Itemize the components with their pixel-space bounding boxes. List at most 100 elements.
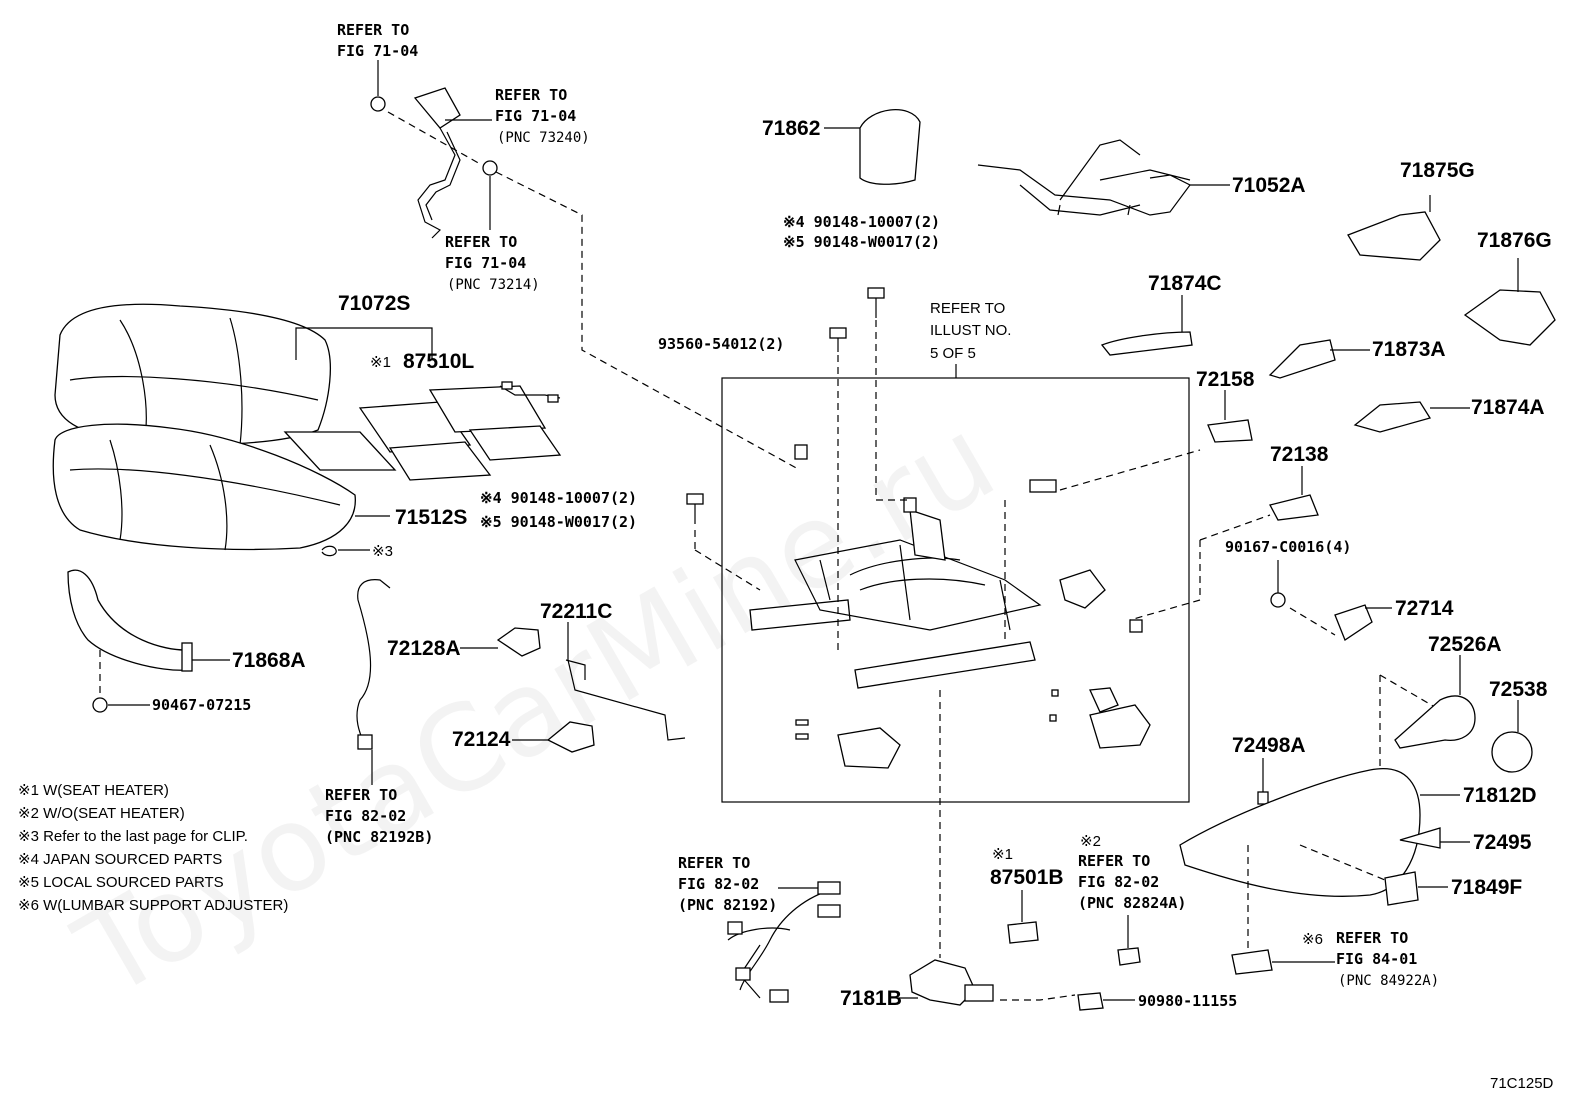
label-72158: 72158 xyxy=(1196,368,1255,391)
cover-71873A-illustration xyxy=(1268,339,1336,379)
label-72138: 72138 xyxy=(1270,443,1329,466)
cushion-side-cover-illustration xyxy=(67,569,193,672)
ref-wire-pnc: (PNC 82192) xyxy=(678,896,777,914)
seat-frame-wire-71052A-illustration xyxy=(977,139,1191,216)
cover-72158-illustration xyxy=(1207,419,1253,443)
label-93560: 93560-54012(2) xyxy=(658,335,784,353)
label-71862: 71862 xyxy=(762,117,820,140)
cover-72495-illustration xyxy=(1399,827,1441,849)
ref-top-refer: REFER TO xyxy=(337,21,409,39)
illust-ref-2: ILLUST NO. xyxy=(930,322,1011,339)
seat-heater-element-illustration xyxy=(283,381,562,481)
ref-lumbar-pnc: (PNC 84922A) xyxy=(1338,973,1439,989)
cover-72124-illustration xyxy=(546,721,595,753)
label-87501B: 87501B xyxy=(990,866,1064,889)
illust-ref-3: 5 OF 5 xyxy=(930,345,976,362)
ref-belt-fig: FIG 71-04 xyxy=(495,107,576,125)
power-seat-motor-illustration xyxy=(795,687,1151,769)
label-71812D: 71812D xyxy=(1463,784,1537,807)
bolt-center-5: ※5 90148-W0017(2) xyxy=(783,233,940,251)
bolt-93560 xyxy=(829,327,847,352)
note-3: ※3 Refer to the last page for CLIP. xyxy=(18,828,248,845)
bolt-90148-center xyxy=(867,287,885,318)
ref-wire-fig: FIG 82-02 xyxy=(678,875,759,893)
label-72211C: 72211C xyxy=(540,600,612,623)
label-71875G: 71875G xyxy=(1400,159,1475,182)
note-2: ※2 W/O(SEAT HEATER) xyxy=(18,805,185,822)
ref-sw-refer: REFER TO xyxy=(1078,852,1150,870)
label-72124: 72124 xyxy=(452,728,511,751)
bolt-center-4: ※4 90148-10007(2) xyxy=(783,213,940,231)
ref-sw-pnc: (PNC 82824A) xyxy=(1078,894,1186,912)
clip-72498A-illustration xyxy=(1257,791,1269,805)
cover-71849F-illustration xyxy=(1384,871,1419,906)
label-72714: 72714 xyxy=(1395,597,1454,620)
label-71849F: 71849F xyxy=(1451,876,1522,899)
ref-harness-pnc: (PNC 82192B) xyxy=(325,828,433,846)
ref-lumbar-fig: FIG 84-01 xyxy=(1336,950,1417,968)
connector-90980-illustration xyxy=(1077,992,1104,1011)
cover-72128A-illustration xyxy=(496,627,541,657)
seat-cushion-cover-illustration xyxy=(52,423,356,551)
illust-ref-1: REFER TO xyxy=(930,300,1005,317)
ref-lumbar-refer: REFER TO xyxy=(1336,929,1408,947)
ref-anchor-refer: REFER TO xyxy=(445,233,517,251)
wire-harness-82192-illustration xyxy=(727,881,841,1003)
switch-82824A-illustration xyxy=(1117,947,1141,966)
clip-90467-illustration xyxy=(92,697,108,713)
note-1: ※1 W(SEAT HEATER) xyxy=(18,782,169,799)
cap-72538-illustration xyxy=(1491,731,1533,773)
cover-71876G-illustration xyxy=(1463,289,1556,346)
knob-72526A-illustration xyxy=(1394,695,1476,749)
bracket-72714-illustration xyxy=(1334,604,1373,641)
label-72495: 72495 xyxy=(1473,831,1532,854)
diagram-code: 71C125D xyxy=(1490,1075,1554,1092)
note-6: ※6 W(LUMBAR SUPPORT ADJUSTER) xyxy=(18,897,288,914)
ref-harness-fig: FIG 82-02 xyxy=(325,807,406,825)
clip-illustration xyxy=(321,545,337,557)
cover-71874C-illustration xyxy=(1100,331,1193,356)
washer-illustration xyxy=(482,160,498,176)
label-72498A: 72498A xyxy=(1232,734,1306,757)
label-90167: 90167-C0016(4) xyxy=(1225,538,1351,556)
seat-switch-base-7181B-illustration xyxy=(909,959,994,1006)
label-90467: 90467-07215 xyxy=(152,696,251,714)
label-90980: 90980-11155 xyxy=(1138,992,1237,1010)
bolt-left-4: ※4 90148-10007(2) xyxy=(480,489,637,507)
lumbar-switch-illustration xyxy=(1231,949,1273,975)
seat-cushion-pad-illustration xyxy=(54,303,331,446)
label-71868A: 71868A xyxy=(232,649,306,672)
ref-anchor-pnc: (PNC 73214) xyxy=(447,277,540,293)
bolt-90148-left xyxy=(686,493,704,524)
nut-illustration xyxy=(370,96,386,112)
label-71874A: 71874A xyxy=(1471,396,1545,419)
ref-belt-pnc: (PNC 73240) xyxy=(497,130,590,146)
seat-cushion-shield-illustration xyxy=(1179,767,1421,897)
cover-72138-illustration xyxy=(1269,494,1319,521)
switch-87501B-illustration xyxy=(1007,921,1039,944)
label-71052A: 71052A xyxy=(1232,174,1306,197)
mark-1-87501B: ※1 xyxy=(992,846,1013,863)
ref-anchor-fig: FIG 71-04 xyxy=(445,254,526,272)
mark-2-ref: ※2 xyxy=(1080,833,1101,850)
label-71072S: 71072S xyxy=(338,292,410,315)
cover-71862-illustration xyxy=(859,109,921,185)
note-5: ※5 LOCAL SOURCED PARTS xyxy=(18,874,224,891)
ref-belt-refer: REFER TO xyxy=(495,86,567,104)
ref-wire-refer: REFER TO xyxy=(678,854,750,872)
mark-1-87510L: ※1 xyxy=(370,354,391,371)
bolt-left-5: ※5 90148-W0017(2) xyxy=(480,513,637,531)
label-71876G: 71876G xyxy=(1477,229,1552,252)
label-71512S: 71512S xyxy=(395,506,467,529)
label-72538: 72538 xyxy=(1489,678,1548,701)
ref-harness-refer: REFER TO xyxy=(325,786,397,804)
ref-sw-fig: FIG 82-02 xyxy=(1078,873,1159,891)
cover-71875G-illustration xyxy=(1347,211,1441,261)
label-87510L: 87510L xyxy=(403,350,474,373)
bracket-71072S xyxy=(295,327,433,360)
label-71874C: 71874C xyxy=(1148,272,1222,295)
note-4: ※4 JAPAN SOURCED PARTS xyxy=(18,851,222,868)
seat-adjuster-frame-illustration xyxy=(749,444,1143,689)
label-72526A: 72526A xyxy=(1428,633,1502,656)
